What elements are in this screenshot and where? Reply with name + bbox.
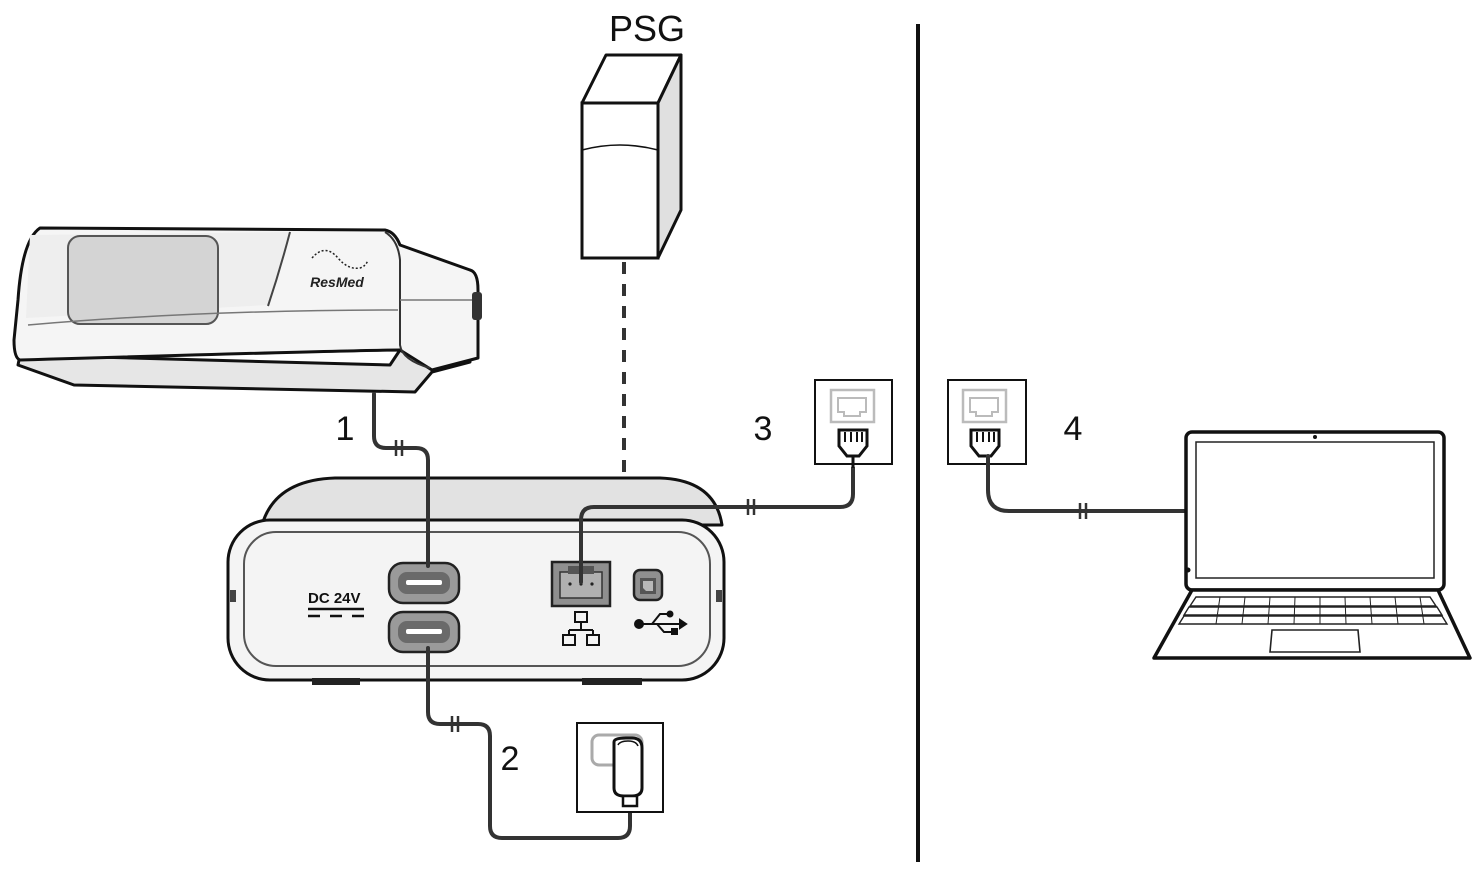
hub-device: DC 24V bbox=[226, 476, 726, 685]
cable-2 bbox=[426, 646, 632, 840]
cable-3 bbox=[579, 466, 855, 584]
power-plug-icon bbox=[612, 736, 644, 808]
cable-4 bbox=[986, 454, 1188, 513]
power-port-lower bbox=[387, 610, 461, 654]
power-rating-label: DC 24V bbox=[308, 590, 361, 607]
power-port-upper bbox=[387, 561, 461, 605]
rj45-plug-icon bbox=[837, 428, 869, 468]
callout-2: 2 bbox=[501, 740, 520, 778]
usb-port bbox=[632, 568, 664, 602]
usb-icon bbox=[634, 610, 688, 635]
psg-label: PSG bbox=[609, 8, 685, 49]
psg-device bbox=[580, 53, 683, 260]
brand-logo-text: ResMed bbox=[310, 274, 364, 290]
ethernet-port bbox=[550, 560, 612, 608]
therapy-device: ResMed bbox=[12, 226, 482, 394]
laptop bbox=[1152, 430, 1472, 660]
callout-1: 1 bbox=[336, 410, 355, 448]
rj45-plug-icon-right bbox=[969, 428, 1001, 458]
callout-3: 3 bbox=[754, 410, 773, 448]
callout-4: 4 bbox=[1064, 410, 1083, 448]
network-icon bbox=[562, 611, 600, 646]
